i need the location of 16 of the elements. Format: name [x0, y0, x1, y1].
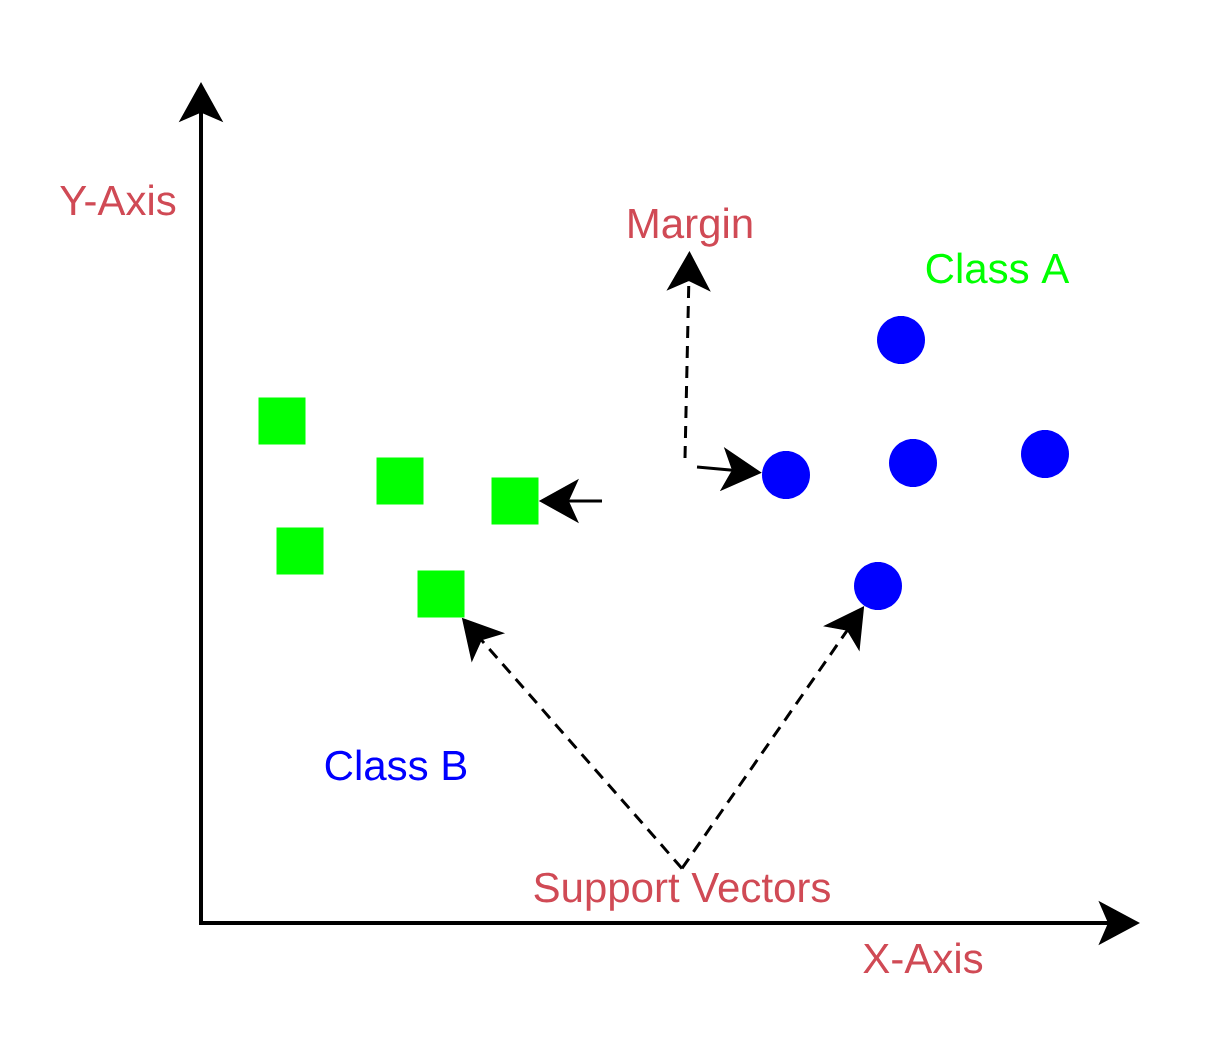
annotation-label: Margin	[629, 207, 752, 247]
axis-label: Y-Axis	[60, 184, 176, 216]
class-label: Class A	[926, 252, 1070, 284]
square-marker	[491, 477, 539, 525]
circle-marker	[889, 439, 937, 487]
circle-marker	[1021, 430, 1069, 478]
square-marker	[258, 397, 306, 445]
circle-marker	[854, 562, 902, 610]
class-label: Class B	[325, 749, 467, 781]
square-marker	[276, 527, 324, 575]
axis-label: X-Axis	[863, 942, 983, 974]
annotation-label: Support Vectors	[534, 872, 830, 911]
square-marker	[376, 457, 424, 505]
circle-marker	[877, 316, 925, 364]
square-marker	[417, 570, 465, 618]
circle-marker	[762, 451, 810, 499]
